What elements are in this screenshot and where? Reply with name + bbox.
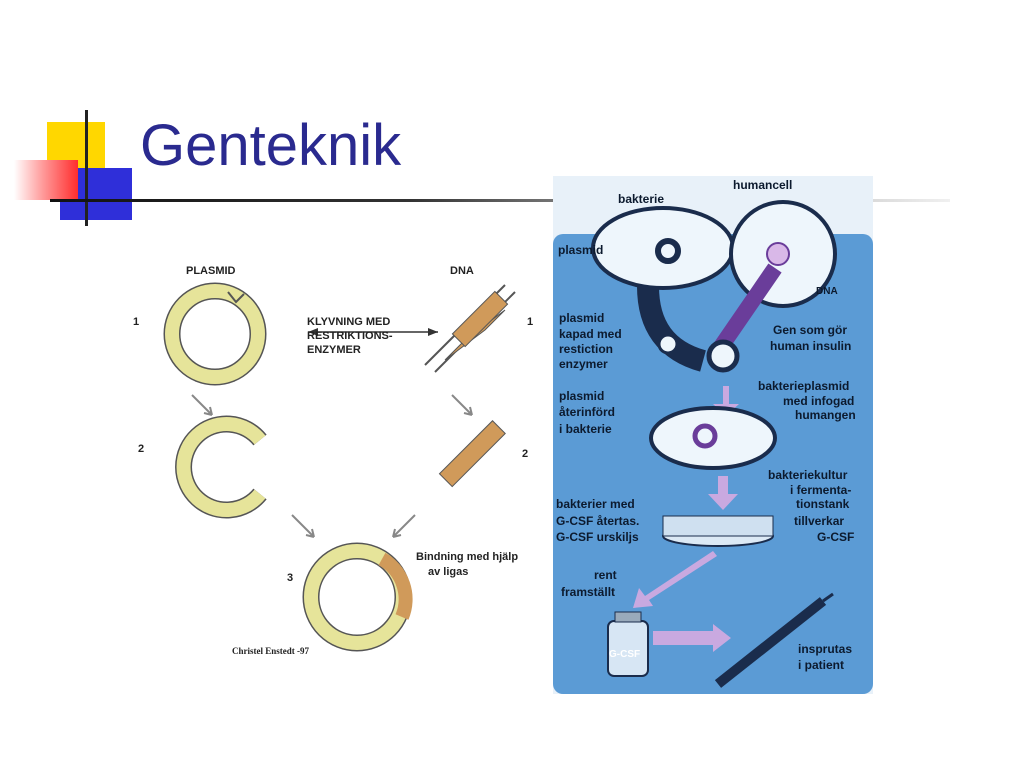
- bacterial-plasmid-label-2: med infogad: [783, 394, 855, 408]
- gene-label-1: Gen som gör: [773, 323, 848, 337]
- arrow-down-2: [451, 394, 473, 416]
- culture-label-1: bakteriekultur: [768, 468, 848, 482]
- fermentation-tank: [662, 515, 774, 537]
- decor-red-gradient: [14, 160, 78, 200]
- pure-label-2: framställt: [561, 585, 616, 599]
- credit: Christel Enstedt -97: [232, 646, 309, 656]
- bottle-cap: [614, 611, 642, 623]
- arrow-down-3: [291, 514, 315, 538]
- cut-label-3: ENZYMER: [307, 344, 361, 356]
- culture-label-2: i fermenta-: [790, 483, 852, 497]
- cut-plasmid: [657, 333, 679, 355]
- bacterium-cell: [591, 206, 735, 290]
- gcsf-sep-label-2: G-CSF återtas.: [556, 514, 640, 528]
- plasmid-label-right: plasmid: [558, 243, 604, 257]
- gcsf-sep-label-1: bakterier med: [556, 497, 635, 511]
- syringe-plunger: [822, 592, 834, 603]
- biotech-process-diagram: [553, 200, 873, 694]
- arrow-to-syringe: [653, 624, 731, 652]
- title-underline: [50, 199, 950, 202]
- plasmid-flow: [637, 285, 707, 372]
- inject-label-2: i patient: [798, 658, 845, 672]
- plasmid-open: [176, 417, 266, 517]
- gene-label-2: human insulin: [770, 339, 852, 353]
- plasmid-cut-label-3: restiction: [559, 342, 614, 356]
- reinserted-label-1: plasmid: [559, 389, 605, 403]
- cut-site-mark: [227, 291, 245, 304]
- plasmid-cut-label-4: enzymer: [559, 357, 608, 371]
- cut-label-2: RESTRIKTIONS-: [307, 330, 393, 342]
- gcsf-sep-label-3: G-CSF urskiljs: [556, 530, 639, 544]
- ligase-label-1: Bindning med hjälp: [416, 551, 519, 563]
- dna-label-right: DNA: [816, 286, 838, 297]
- human-nucleus: [766, 242, 790, 266]
- plasmid-cut-label-1: plasmid: [559, 311, 605, 325]
- step-number-3: 3: [287, 572, 294, 584]
- reinserted-plasmid: [692, 423, 718, 449]
- ligase-label-2: av ligas: [428, 566, 469, 578]
- dna-step-1: 1: [527, 316, 534, 328]
- culture-label-4: tillverkar: [794, 514, 845, 528]
- plasmid-cloning-diagram: [163, 282, 516, 652]
- step-number-2: 2: [138, 443, 145, 455]
- dna-label: DNA: [450, 265, 474, 277]
- dna-segment-2: [438, 420, 506, 488]
- bacterial-plasmid-label-3: humangen: [795, 408, 856, 422]
- arrow-down-4: [392, 514, 416, 538]
- plasmid-cut-label-2: kapad med: [559, 327, 622, 341]
- humancell-label: humancell: [733, 178, 793, 192]
- slide-title: Genteknik: [140, 113, 402, 178]
- cut-arrow-right-head: [428, 328, 438, 336]
- step-number-1: 1: [133, 316, 140, 328]
- reinserted-label-2: återinförd: [559, 405, 616, 419]
- bakterie-label: bakterie: [618, 192, 665, 206]
- culture-label-3: tionstank: [796, 497, 850, 511]
- bacterium-plasmid: [655, 238, 681, 264]
- culture-label-5: G-CSF: [817, 530, 855, 544]
- arrow-to-bottle: [633, 551, 717, 608]
- plasmid-label: PLASMID: [186, 265, 236, 277]
- syringe: [714, 597, 827, 688]
- recombinant-plasmid: [706, 339, 740, 373]
- plasmid-ring-1: [165, 284, 265, 384]
- dna-segment-1b: [451, 290, 509, 348]
- reinserted-label-3: i bakterie: [559, 422, 612, 436]
- arrow-down-1: [191, 394, 213, 416]
- dna-step-2: 2: [522, 448, 529, 460]
- inject-label-1: insprutas: [798, 642, 853, 656]
- dna-insert: [378, 552, 413, 620]
- arrow-to-tank: [708, 476, 738, 510]
- gene-flow: [711, 263, 782, 356]
- decor-vertical-line: [85, 110, 88, 226]
- cut-arrow-left-head: [308, 328, 318, 336]
- cut-label-1: KLYVNING MED: [307, 316, 391, 328]
- pure-label-1: rent: [594, 568, 617, 582]
- bacterial-plasmid-label-1: bakterieplasmid: [758, 379, 850, 393]
- bottle-label: G-CSF: [609, 649, 641, 660]
